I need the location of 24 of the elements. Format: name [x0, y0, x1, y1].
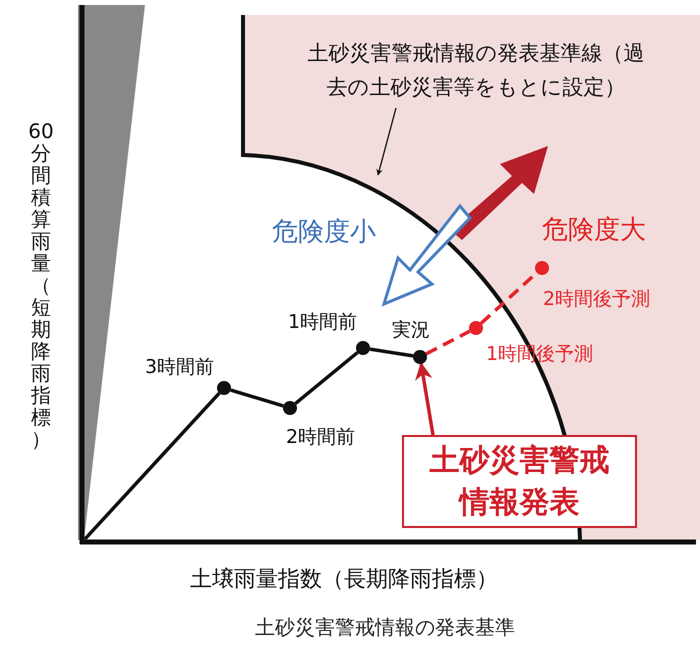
- graph-line: [294, 351, 359, 405]
- warning-box: 土砂災害警戒情報発表: [402, 435, 637, 528]
- graph-line: [370, 347, 414, 358]
- point-label: 2時間前: [286, 425, 356, 450]
- data-point: [356, 341, 370, 355]
- graph-line: [425, 330, 471, 356]
- axis-title: 60分間積算雨量（短期降雨指標）: [28, 120, 54, 450]
- threshold-note: 土砂災害警戒情報の発表基準線（過去の土砂災害等をもとに設定）: [300, 32, 652, 108]
- caption: 土砂災害警戒情報の発表基準: [254, 614, 516, 641]
- point-label: 3時間前: [145, 355, 214, 380]
- data-point: [283, 401, 297, 415]
- point-label: 1時間前: [288, 310, 358, 335]
- graph-line: [230, 388, 284, 408]
- data-point: [413, 350, 427, 364]
- risk-label: 危険度小: [272, 216, 376, 249]
- data-point: [469, 321, 483, 335]
- graph-line: [84, 392, 221, 540]
- arrow: [415, 362, 435, 436]
- risk-label: 危険度大: [542, 214, 646, 247]
- leader-line: [376, 108, 397, 176]
- point-label: 2時間後予測: [543, 287, 650, 312]
- point-label: 実況: [392, 318, 430, 343]
- axis-title: 土壌雨量指数（長期降雨指標）: [190, 566, 498, 594]
- data-point: [217, 381, 231, 395]
